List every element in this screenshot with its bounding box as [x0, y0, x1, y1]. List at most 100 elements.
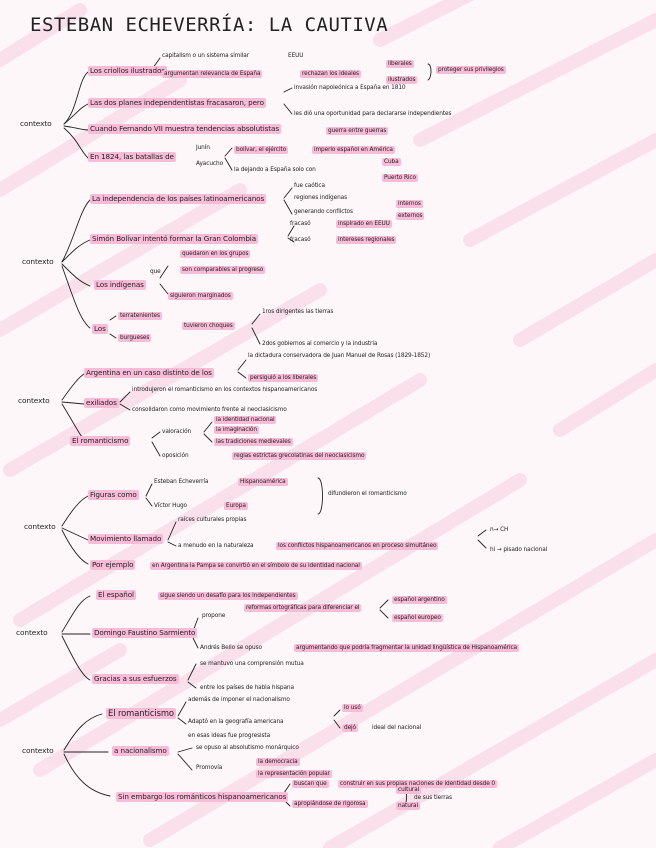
- node-burgueses: burgueses: [118, 334, 152, 342]
- node-desafio: sigue siendo un desafío para los indepen…: [158, 592, 298, 600]
- page-title: ESTEBAN ECHEVERRÍA: LA CAUTIVA: [30, 14, 389, 36]
- node-caotica: fue caótica: [294, 183, 325, 189]
- node-bello: Andrés Bello se opuso: [200, 645, 262, 651]
- node-junin: Junín: [196, 145, 210, 151]
- node-romanticismo: El romanticismo: [70, 436, 131, 446]
- node-privilegios: proteger sus privilegios: [436, 66, 506, 74]
- node-intereses: intereses regionales: [336, 236, 397, 244]
- node-planes: Las dos planes independentistas fracasar…: [88, 98, 266, 108]
- context-label-5: contexto: [16, 628, 48, 637]
- node-choques: tuvieron choques: [182, 322, 235, 330]
- node-argumentando: argumentando que podría fragmentar la un…: [294, 644, 519, 652]
- node-que: que: [150, 269, 161, 275]
- node-liberales: liberales: [386, 60, 414, 68]
- node-imaginacion: la imaginación: [214, 426, 259, 434]
- node-los: Los: [92, 324, 108, 334]
- node-fracaso-1: fracasó: [290, 221, 311, 227]
- node-argumentan: argumentan relevancia de España: [162, 70, 263, 78]
- node-inspirado: inspirado en EEUU: [336, 220, 392, 228]
- context-label-4: contexto: [24, 522, 56, 531]
- node-indigenas: Los indígenas: [94, 280, 146, 290]
- node-naturaleza: a menudo en la naturaleza: [178, 543, 254, 549]
- node-nch: n→ CH: [490, 527, 509, 533]
- node-ayacucho: Ayacucho: [196, 161, 224, 167]
- node-argentina: Argentina en un caso distinto de los: [84, 368, 214, 378]
- node-independencia: La independencia de los países latinoame…: [90, 194, 267, 204]
- node-regiones: regiones indígenas: [294, 195, 348, 201]
- node-guerra: guerra entre guerras: [326, 127, 389, 135]
- node-rechazan: rechazan los ideales: [300, 70, 361, 78]
- node-geografia: Adaptó en la geografía americana: [188, 719, 284, 725]
- node-esfuerzos: Gracias a sus esfuerzos: [92, 674, 179, 684]
- node-paises: entre los países de habla hispana: [200, 685, 294, 691]
- node-oportunidad: les dió una oportunidad para declararse …: [294, 111, 452, 117]
- node-bolivar-gran-colombia: Simón Bolívar intentó formar la Gran Col…: [90, 234, 258, 244]
- node-propone: propone: [202, 613, 226, 619]
- node-reformas: reformas ortográficas para diferenciar e…: [244, 604, 362, 612]
- node-bolivar: bolívar, el ejército: [234, 146, 289, 154]
- node-dejando: la dejando a España solo con: [234, 167, 316, 173]
- node-ejemplo: Por ejemplo: [90, 560, 136, 570]
- node-invasion: invasión napoleónica a España en 1810: [294, 85, 406, 91]
- node-reglas: reglas estrictas grecolatinas del neocla…: [232, 452, 367, 460]
- node-promovia: Promovía: [196, 765, 223, 771]
- node-valoracion: valoración: [162, 429, 192, 435]
- node-externos: externos: [396, 212, 425, 220]
- node-hispanoamerica: Hispanoamérica: [238, 478, 288, 486]
- node-oposicion: oposición: [162, 453, 189, 459]
- node-2dos: 2dos gobiernos al comercio y la industri…: [262, 341, 378, 347]
- node-pisado: hi → pisado nacional: [490, 547, 548, 553]
- node-criollos: Los criollos ilustrados: [88, 66, 167, 76]
- node-cultural: cultural: [396, 786, 422, 794]
- context-label-2: contexto: [22, 257, 54, 266]
- node-natural: natural: [396, 802, 421, 810]
- node-echeverria: Esteban Echeverría: [154, 479, 209, 485]
- node-sin-embargo: Sin embargo los románticos hispanoameric…: [116, 792, 289, 802]
- node-ilustrados: ilustrados: [386, 76, 418, 84]
- node-lo-uso: lo usó: [342, 704, 363, 712]
- node-batallas: En 1824, las batallas de: [88, 152, 176, 162]
- node-puertorico: Puerto Rico: [382, 174, 418, 182]
- node-consolidaron: consolidaron como movimiento frente al n…: [132, 407, 287, 413]
- node-eeuu: EEUU: [288, 53, 304, 59]
- node-rosas: la dictadura conservadora de Juan Manuel…: [248, 353, 431, 359]
- node-quedaron: quedaron en los grupos: [180, 250, 251, 258]
- node-progresista: en esas ideas fue progresista: [188, 733, 271, 739]
- node-romanticismo-2: El romanticismo: [106, 708, 176, 719]
- node-terratenientes: terratenientes: [118, 312, 162, 320]
- node-conflictos: generando conflictos: [294, 209, 353, 215]
- node-1ros: 1ros dirigentes las tierras: [262, 309, 334, 315]
- node-conflictos-hisp: los conflictos hispanoamericanos en proc…: [276, 542, 439, 550]
- node-identidad: la identidad nacional: [214, 416, 277, 424]
- node-fernando: Cuando Fernando VII muestra tendencias a…: [88, 124, 281, 134]
- node-marginados: siguieron marginados: [168, 292, 233, 300]
- context-label-6: contexto: [22, 746, 54, 755]
- node-democracia: la democracia: [256, 758, 300, 766]
- node-figuras: Figuras como: [88, 490, 139, 500]
- node-pampa: en Argentina la Pampa se convirtió en el…: [150, 562, 362, 570]
- node-movimiento: Movimiento llamado: [88, 534, 164, 544]
- context-label-3: contexto: [18, 396, 50, 405]
- node-dejo: dejó: [342, 724, 359, 732]
- node-sarmiento: Domingo Faustino Sarmiento: [92, 628, 198, 638]
- node-progreso: son comparables al progreso: [180, 266, 266, 274]
- node-capitalism: capitalism o un sistema similar: [162, 53, 250, 59]
- node-persiguio: persiguió a los liberales: [248, 374, 319, 382]
- node-esp-argentino: español argentino: [392, 596, 447, 604]
- node-imperio: imperio español en América: [312, 146, 395, 154]
- node-ideal: ideal del nacional: [372, 725, 422, 731]
- node-tierras: de sus tierras: [414, 795, 452, 801]
- node-introdujeron: introdujeron el romanticismo en los cont…: [132, 387, 318, 393]
- context-label-1: contexto: [20, 119, 52, 128]
- node-fracaso-2: fracasó: [290, 237, 311, 243]
- node-comprension: se mantuvo una comprensión mutua: [200, 661, 304, 667]
- node-representacion: la representación popular: [256, 770, 332, 778]
- node-esp-europeo: español europeo: [392, 614, 443, 622]
- node-nacionalismo: a nacionalismo: [112, 746, 169, 756]
- node-europa: Europa: [224, 502, 248, 510]
- node-victor-hugo: Víctor Hugo: [154, 503, 187, 509]
- node-raices: raíces culturales propias: [178, 517, 247, 523]
